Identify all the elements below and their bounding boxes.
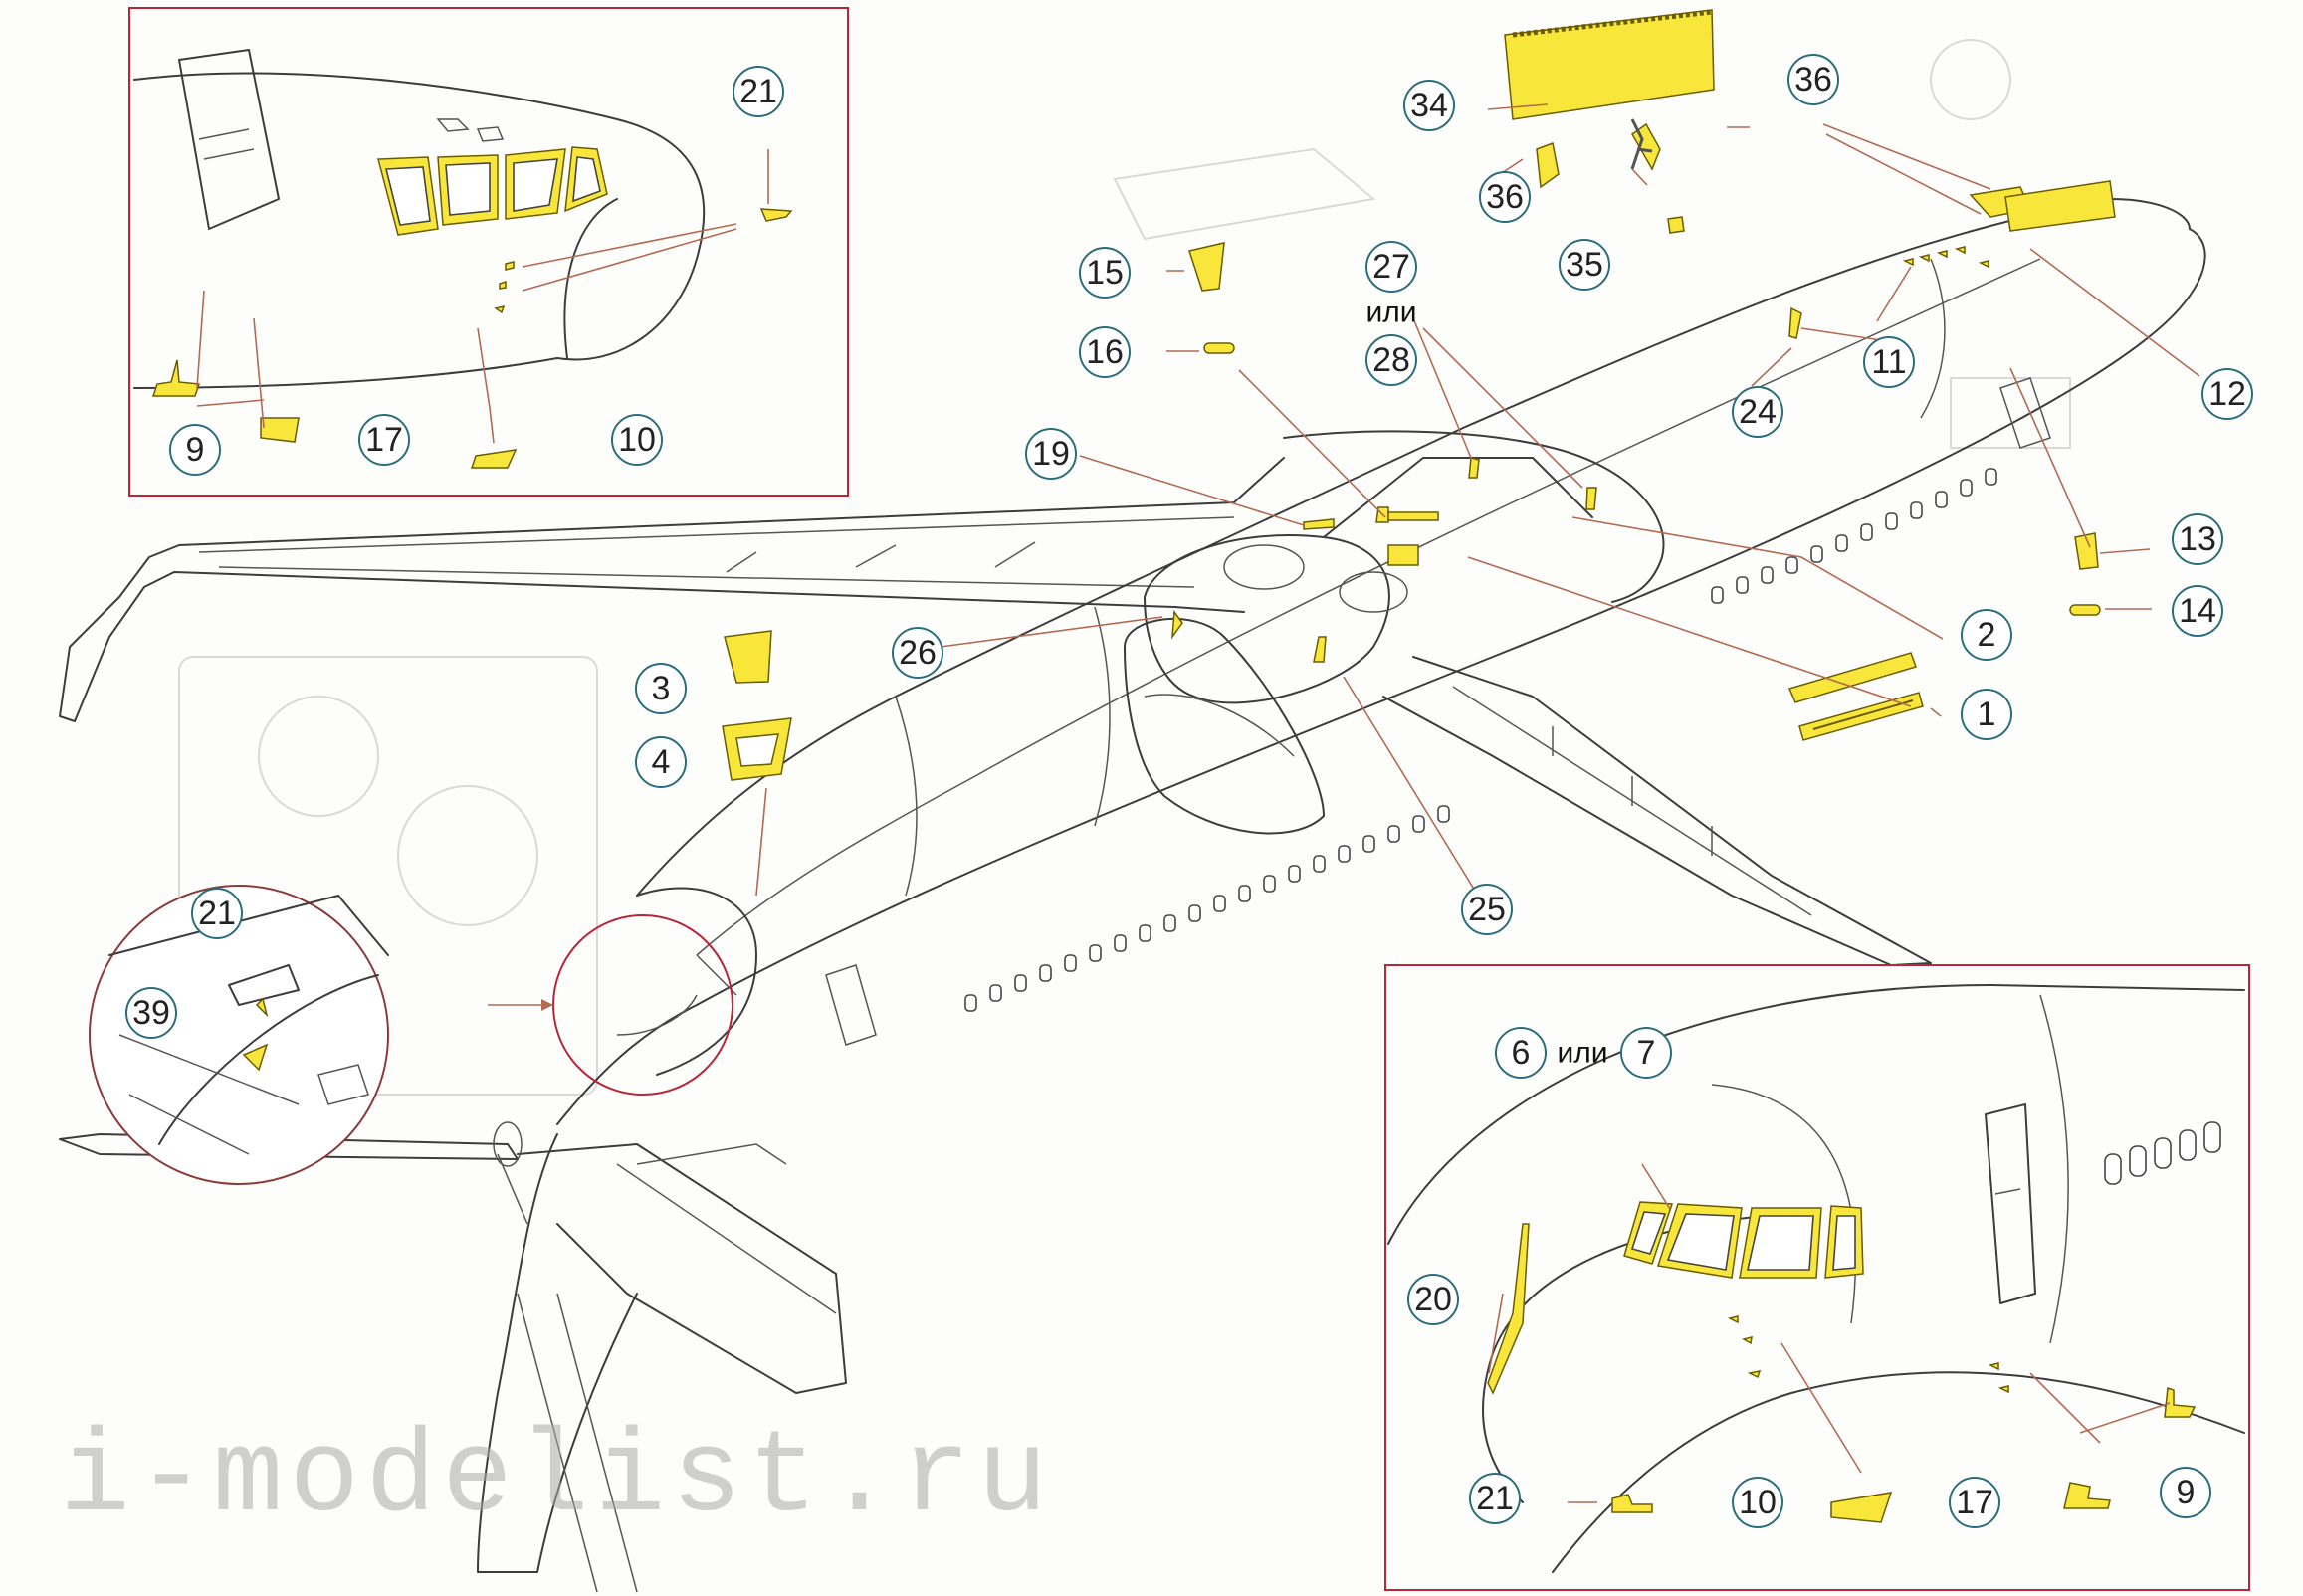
cabin-windows-inset	[2104, 1121, 2221, 1185]
callout-27: 27	[1365, 241, 1417, 293]
callout-17-bottom: 17	[1949, 1477, 2000, 1528]
callout-35: 35	[1559, 239, 1610, 291]
inset-bottom-right	[1384, 964, 2250, 1591]
leader-lines	[755, 103, 2200, 897]
callout-25: 25	[1461, 884, 1513, 935]
callout-19: 19	[1025, 428, 1077, 480]
svg-text:7: 7	[1637, 1034, 1656, 1072]
svg-text:14: 14	[2179, 592, 2216, 630]
callout-14: 14	[2172, 585, 2223, 637]
svg-text:10: 10	[1739, 1484, 1777, 1521]
svg-text:21: 21	[739, 73, 777, 110]
svg-text:36: 36	[1794, 61, 1832, 99]
callout-15: 15	[1079, 247, 1131, 299]
wing-root-fairing	[1144, 534, 1390, 704]
svg-text:15: 15	[1086, 254, 1124, 292]
svg-text:17: 17	[365, 421, 403, 459]
callout-12: 12	[2201, 368, 2253, 420]
callout-10-top: 10	[611, 414, 663, 466]
callout-36-right: 36	[1787, 54, 1839, 105]
callout-36-left: 36	[1479, 171, 1531, 223]
svg-text:24: 24	[1739, 393, 1777, 431]
aircraft-main-view	[59, 198, 2206, 1593]
svg-text:36: 36	[1486, 178, 1524, 216]
svg-text:28: 28	[1372, 341, 1410, 379]
svg-text:4: 4	[652, 743, 671, 781]
callout-7: 7	[1620, 1027, 1672, 1079]
cabin-windows-lower	[964, 805, 1450, 1012]
callout-17-top: 17	[358, 414, 410, 466]
windshield-frames-bottom	[1623, 1201, 1864, 1279]
watermark: i-modelist.ru	[60, 1413, 1054, 1545]
svg-text:26: 26	[899, 634, 937, 672]
callout-9-bottom: 9	[2160, 1467, 2211, 1518]
callout-21-top: 21	[733, 66, 784, 117]
svg-text:39: 39	[132, 994, 170, 1032]
svg-text:25: 25	[1468, 891, 1506, 928]
inset-top-left	[128, 7, 849, 497]
callout-6: 6	[1495, 1027, 1547, 1079]
svg-text:20: 20	[1414, 1281, 1452, 1318]
svg-text:3: 3	[652, 670, 671, 707]
callout-4: 4	[635, 736, 687, 788]
callout-11: 11	[1863, 336, 1915, 388]
or-label-27-28: или	[1365, 297, 1416, 329]
callout-34: 34	[1403, 80, 1455, 131]
callout-9-top: 9	[169, 424, 221, 476]
callout-10-bottom: 10	[1732, 1477, 1783, 1528]
svg-text:16: 16	[1086, 333, 1124, 371]
svg-text:17: 17	[1956, 1484, 1993, 1521]
callout-2: 2	[1961, 609, 2012, 661]
callout-3: 3	[635, 663, 687, 714]
detail-circle-rear	[552, 914, 733, 1096]
callout-20: 20	[1407, 1274, 1459, 1325]
left-wing	[59, 457, 1285, 722]
svg-text:10: 10	[618, 421, 656, 459]
vertical-tail	[477, 1133, 638, 1573]
windshield-frames-top	[377, 146, 608, 236]
svg-text:9: 9	[2177, 1474, 2196, 1511]
svg-text:11: 11	[1871, 343, 1906, 381]
svg-text:21: 21	[198, 895, 236, 932]
svg-text:1: 1	[1978, 696, 1996, 733]
svg-text:34: 34	[1410, 87, 1448, 124]
horizontal-stabilizer	[517, 1143, 847, 1394]
fuselage	[556, 228, 2206, 1125]
callout-21-bottom: 21	[1469, 1473, 1521, 1524]
svg-text:35: 35	[1566, 246, 1603, 284]
svg-text:2: 2	[1978, 616, 1996, 654]
svg-text:27: 27	[1372, 248, 1410, 286]
engine-nacelle	[1124, 617, 1325, 835]
callout-39: 39	[125, 987, 177, 1039]
callout-bubbles: 21 9 17 10 34 36 36 35 15 16 27 или 28 1…	[125, 54, 2253, 1528]
callout-24: 24	[1732, 386, 1783, 438]
callout-28: 28	[1365, 334, 1417, 386]
svg-text:9: 9	[186, 431, 205, 469]
photo-etch-parts-main	[722, 9, 2116, 781]
svg-text:19: 19	[1032, 435, 1070, 473]
callout-26: 26	[892, 627, 943, 679]
callout-16: 16	[1079, 326, 1131, 378]
svg-text:21: 21	[1476, 1480, 1514, 1517]
callout-13: 13	[2172, 513, 2223, 565]
svg-text:12: 12	[2208, 375, 2246, 413]
callout-1: 1	[1961, 689, 2012, 740]
callout-21-circle: 21	[191, 888, 243, 939]
cabin-windows-upper	[1711, 468, 1997, 604]
magnified-detail-circle	[89, 885, 389, 1185]
svg-text:13: 13	[2179, 520, 2216, 558]
or-label-6-7: или	[1557, 1037, 1607, 1070]
background-ghost-print	[178, 39, 2071, 1096]
svg-text:6: 6	[1512, 1034, 1531, 1072]
